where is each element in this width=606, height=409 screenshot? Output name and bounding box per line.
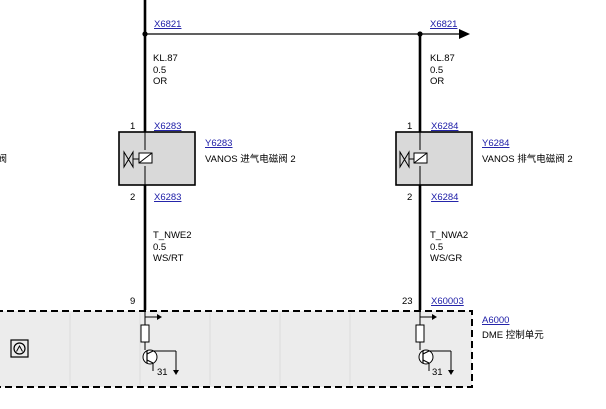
wire-gauge-left-top: 0.5 <box>153 65 166 76</box>
wire-color-right-bottom: WS/GR <box>430 253 462 264</box>
pin-y6283-out: 2 <box>130 192 135 203</box>
y6284-component-box[interactable] <box>395 131 473 186</box>
pin-dme-left: 9 <box>130 296 135 307</box>
dme-control-unit-box[interactable] <box>0 310 473 388</box>
connector-x6821-right[interactable]: X6821 <box>430 19 457 30</box>
connector-x60003[interactable]: X60003 <box>431 296 464 307</box>
wire-name-left-bottom: T_NWE2 <box>153 230 192 241</box>
ecu-symbol-icon <box>10 339 29 358</box>
wire-name-right-top: KL.87 <box>430 53 455 64</box>
pin-y6284-in: 1 <box>407 121 412 132</box>
component-id-y6283[interactable]: Y6283 <box>205 138 232 149</box>
component-id-y6284[interactable]: Y6284 <box>482 138 509 149</box>
component-id-a6000[interactable]: A6000 <box>482 315 509 326</box>
wire-gauge-right-bottom: 0.5 <box>430 242 443 253</box>
dme-output-stage-left <box>140 310 179 375</box>
wire-color-left-bottom: WS/RT <box>153 253 184 264</box>
pin-y6284-out: 2 <box>407 192 412 203</box>
component-label-dme: DME 控制单元 <box>482 329 544 341</box>
wire-name-right-bottom: T_NWA2 <box>430 230 468 241</box>
solenoid-valve-icon-y6283 <box>123 132 153 185</box>
connector-x6284-in[interactable]: X6284 <box>431 121 458 132</box>
pin-y6283-in: 1 <box>130 121 135 132</box>
component-label-y6284: VANOS 排气电磁阀 2 <box>482 153 573 165</box>
connector-x6821-left[interactable]: X6821 <box>154 19 181 30</box>
connector-x6283-in[interactable]: X6283 <box>154 121 181 132</box>
arrow-right-icon <box>459 29 470 39</box>
wire-color-left-top: OR <box>153 76 167 87</box>
ground-label-left: 31 <box>157 367 168 378</box>
wire-color-right-top: OR <box>430 76 444 87</box>
component-label-y6283: VANOS 进气电磁阀 2 <box>205 153 296 165</box>
pin-dme-right: 23 <box>402 296 413 307</box>
ground-label-right: 31 <box>432 367 443 378</box>
edge-fragment-label: 磁阀 <box>0 153 7 165</box>
connector-x6284-out[interactable]: X6284 <box>431 192 458 203</box>
y6283-component-box[interactable] <box>118 131 196 186</box>
wire-gauge-right-top: 0.5 <box>430 65 443 76</box>
solenoid-valve-icon-y6284 <box>399 132 428 185</box>
dme-output-stage-right <box>415 310 454 375</box>
connector-x6283-out[interactable]: X6283 <box>154 192 181 203</box>
wire-name-left-top: KL.87 <box>153 53 178 64</box>
dme-panel-guides <box>69 313 351 385</box>
wire-gauge-left-bottom: 0.5 <box>153 242 166 253</box>
